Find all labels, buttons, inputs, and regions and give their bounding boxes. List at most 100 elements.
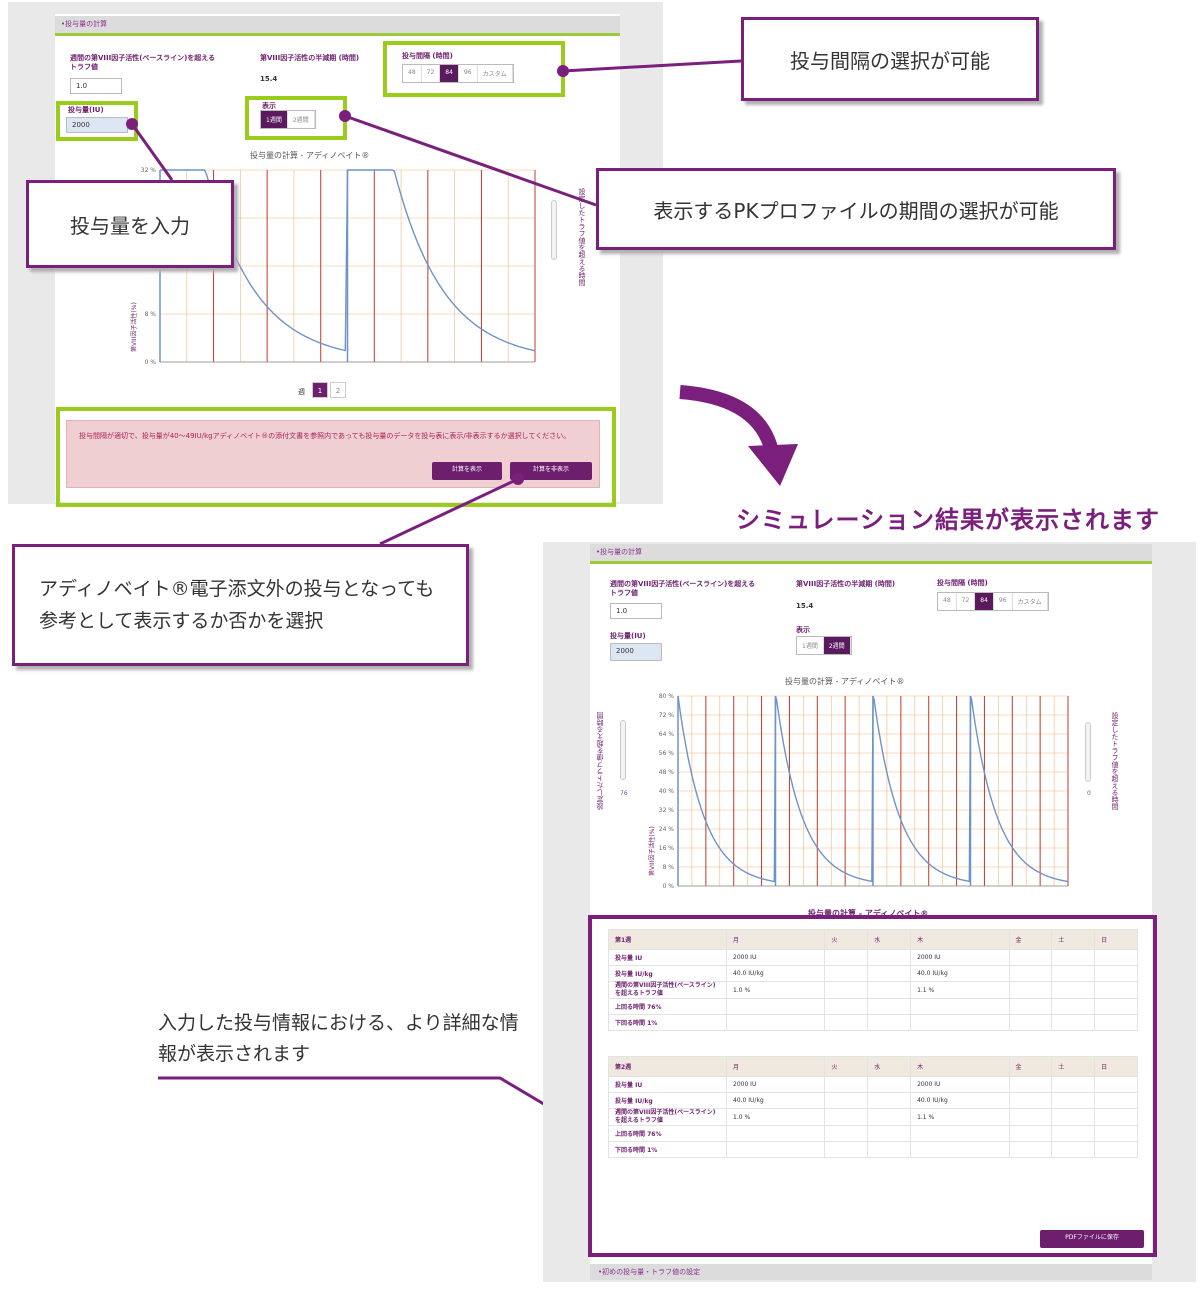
show-calc-button[interactable]: 計算を表示 [432,462,502,480]
s2-footer-section[interactable]: •初めの投与量・トラフ値の設定 [590,1264,1152,1280]
s2-interval-option-3[interactable]: 96 [994,593,1013,610]
week1-header: 第1週月火水木金土日 [608,929,1138,950]
s2-interval-label: 投与間隔 (時間) [937,579,988,587]
s2-period-option-0[interactable]: 1週間 [797,637,824,654]
row-cell [725,1125,826,1142]
screen2-section-title[interactable]: •投与量の計算 [590,544,1152,564]
row-cell [824,949,869,966]
detail-note: 入力した投与情報における、より詳細な情報が表示されます [158,1008,528,1070]
row-cell [725,1014,826,1031]
row-cell [1051,1014,1096,1031]
row-cell: 2000 IU [725,949,826,966]
table-row: 上回る時間 76% [608,1125,1138,1142]
chart1-ylabel: 第VIII因子活性(%) [130,302,138,352]
interval-option-2[interactable]: 84 [440,65,459,82]
chart2-right-slider[interactable] [1085,722,1091,782]
week1-day-5: 土 [1051,929,1096,950]
schedule-title: 投与量の計算 - アディノベイト® [808,909,929,918]
s2-interval-option-1[interactable]: 72 [957,593,976,610]
row-cell [1051,981,1096,999]
chart2-right-axis-label: 設定したトラフ値を超える時間 [1111,712,1119,810]
s2-interval-option-0[interactable]: 48 [938,593,957,610]
curved-arrow-head [748,444,798,486]
chart2-left-slider[interactable] [620,720,626,780]
chart2-ylabel: 第VIII因子活性(%) [648,826,656,876]
chart2-ytick: 40 % [659,788,675,795]
row-cell [867,1125,912,1142]
table-row: 上回る時間 76% [608,998,1138,1015]
screen1-section-title[interactable]: •投与量の計算 [55,16,620,36]
s2-interval-option-4[interactable]: カスタム [1013,593,1048,610]
week2-day-6: 日 [1094,1056,1138,1077]
row-cell [1094,1141,1138,1158]
interval-option-4[interactable]: カスタム [478,65,513,82]
row-cell [824,998,869,1015]
chart1-ytick: 0 % [145,359,157,366]
callout-offlabel: アディノベイト®電子添文外の投与となっても参考として表示するか否かを選択 [12,544,469,666]
week1-day-1: 火 [824,929,869,950]
row-cell: 40.0 IU/kg [725,965,826,982]
curved-arrow [679,385,779,454]
row-cell [725,1141,826,1158]
week-page-1[interactable]: 1 [312,382,328,398]
s2-halflife-value: 15.4 [796,602,814,610]
chart2: 0 %8 %16 %24 %32 %40 %48 %56 %64 %72 %80… [648,693,1069,890]
callout-dose-text: 投与量を入力 [70,213,190,238]
row-cell [1008,1108,1053,1126]
interval-option-3[interactable]: 96 [459,65,478,82]
dose-label: 投与量(IU) [68,106,104,114]
period-option-0[interactable]: 1週間 [261,111,288,128]
s2-dose-input[interactable]: 2000 [610,643,662,661]
row-cell [1051,1092,1096,1109]
chart2-ytick: 64 % [659,731,675,738]
row-label: 上回る時間 76% [608,998,727,1015]
connector-interval-dot [557,65,569,77]
row-cell [824,1014,869,1031]
row-cell: 40.0 IU/kg [725,1092,826,1109]
week1-title: 第1週 [608,929,727,950]
row-cell [910,1014,1010,1031]
callout-interval: 投与間隔の選択が可能 [741,17,1039,101]
halflife-value: 15.4 [260,75,278,83]
interval-option-0[interactable]: 48 [403,65,422,82]
row-label: 週間の第VIII因子活性(ベースライン)を超えるトラフ値 [608,1108,727,1126]
row-cell [1008,1076,1053,1093]
row-cell [910,1125,1010,1142]
row-cell [867,1108,912,1126]
week-page-2[interactable]: 2 [330,382,346,398]
row-cell [867,949,912,966]
row-cell: 2000 IU [725,1076,826,1093]
row-cell [1094,949,1138,966]
row-cell: 1.0 % [725,981,826,999]
chart1-slider[interactable] [551,200,557,260]
s2-interval-option-2[interactable]: 84 [975,593,994,610]
s2-dose-label: 投与量(IU) [610,632,646,640]
chart2-ytick: 80 % [659,693,675,700]
row-cell [1051,949,1096,966]
row-cell [1094,965,1138,982]
trough-input[interactable]: 1.0 [70,78,122,94]
row-cell [1051,965,1096,982]
pdf-save-button[interactable]: PDFファイルに保存 [1040,1230,1144,1248]
connector-period [344,114,597,207]
table-row: 下回る時間 1% [608,1141,1138,1158]
row-cell [1051,1141,1096,1158]
period-option-1[interactable]: 2週間 [288,111,315,128]
chart2-right-value: 0 [1087,790,1091,797]
row-cell [1051,1125,1096,1142]
row-cell [1094,998,1138,1015]
interval-option-1[interactable]: 72 [422,65,441,82]
chart2-ytick: 8 % [663,864,675,871]
connector-interval [562,59,742,73]
hide-calc-button[interactable]: 計算を非表示 [510,462,592,480]
s2-period-option-1[interactable]: 2週間 [823,637,851,654]
s2-trough-input[interactable]: 1.0 [610,603,662,619]
